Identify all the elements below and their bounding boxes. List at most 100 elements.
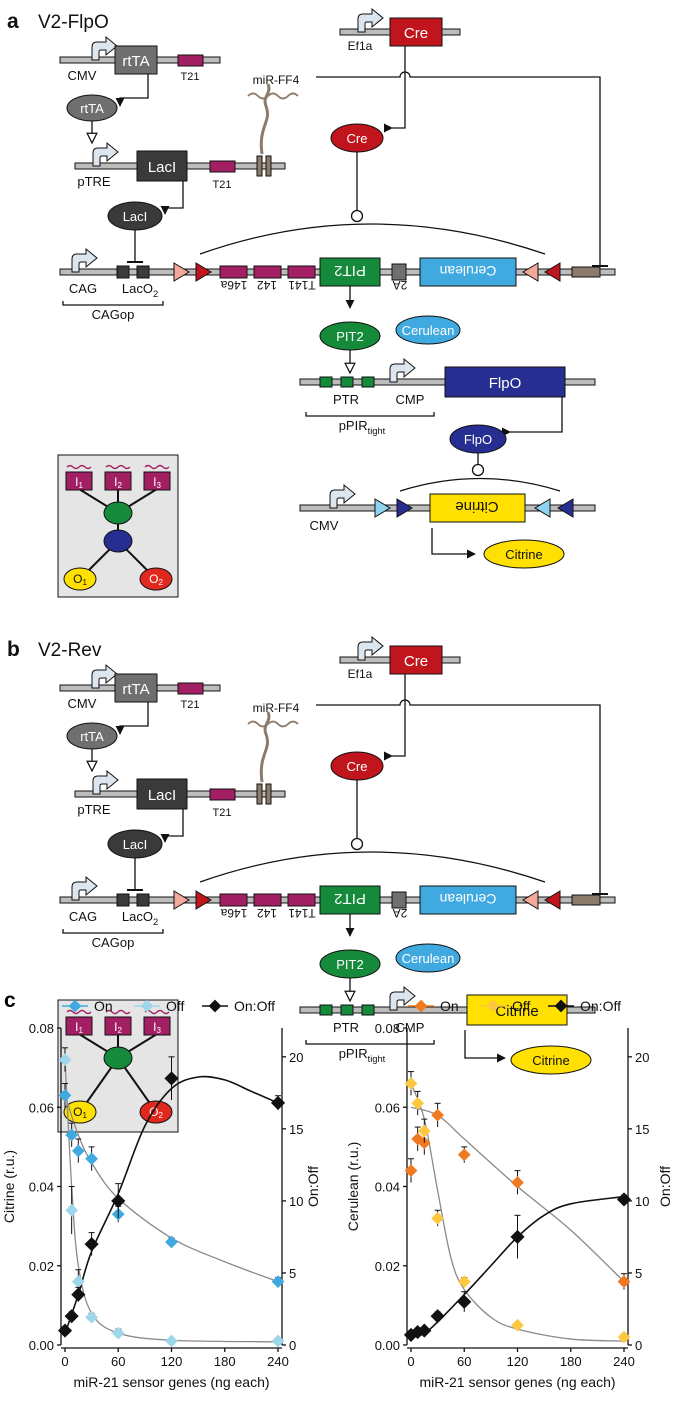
ptr-label: PTR <box>333 392 359 407</box>
ppir-tight-label: pPIRtight <box>339 1046 386 1064</box>
cmp-promoter-icon <box>389 357 416 383</box>
data-point-on-off <box>417 1323 432 1338</box>
t2a-label: 2A <box>393 906 408 920</box>
data-point-on-off <box>111 1193 126 1208</box>
data-point-on-off <box>57 1323 73 1338</box>
ppir-tight-label-base: pPIR <box>339 1046 368 1061</box>
mir-ff4-target-box <box>571 894 601 906</box>
target-site-141 <box>287 265 316 279</box>
data-point-off <box>457 1275 471 1288</box>
inset-input-label-1: I1 <box>75 475 83 490</box>
y-axis-label: Citrine (r.u.) <box>1 1150 17 1223</box>
inset-input-sub: 1 <box>78 481 83 490</box>
inset-input-base: I <box>153 475 156 489</box>
frt-site-left <box>396 498 413 518</box>
t2a-peptide-box <box>391 891 407 909</box>
citrine-protein-label: Citrine <box>532 1053 570 1068</box>
cerulean-gene-box <box>419 257 517 287</box>
inset-pit2-node <box>103 501 133 525</box>
flpo-gene-box <box>444 366 566 398</box>
rtta-protein-label: rtTA <box>80 101 104 116</box>
inset-input-base: I <box>114 1020 117 1034</box>
data-point-off <box>85 1310 98 1324</box>
data-point-off <box>511 1318 524 1332</box>
t21-label-1: T21 <box>181 71 200 83</box>
cagop-bracket <box>62 301 164 306</box>
y-tick-label: 0.04 <box>29 1180 54 1195</box>
t2a-label: 2A <box>393 278 408 292</box>
cerulean-gene-label: Cerulean <box>440 891 497 907</box>
laci-gene-box <box>136 778 188 810</box>
fit-curve-off <box>410 1083 625 1342</box>
rtta-expression-arrow <box>115 74 149 107</box>
cag-promoter-icon <box>71 247 98 273</box>
inset-output-sub: 1 <box>82 1111 87 1120</box>
ppir-tight-label-sub: tight <box>368 1054 386 1064</box>
laco-site-2 <box>136 265 150 279</box>
citrine-protein-label: Citrine <box>505 547 543 562</box>
y2-tick-label: 5 <box>635 1266 642 1281</box>
inset-input-base: I <box>75 475 78 489</box>
t21-terminator-1 <box>177 682 204 695</box>
ptr-site-2 <box>340 1004 354 1016</box>
laci-gene-box <box>136 150 188 182</box>
y2-axis-label: On:Off <box>657 1166 673 1207</box>
inset-output-label-1: O1 <box>73 1105 87 1120</box>
target-142-label: 142 <box>257 906 277 920</box>
ppir-plasmid-dna <box>299 1006 596 1014</box>
loxp-site-left <box>195 890 212 910</box>
ptr-site-3 <box>361 376 375 388</box>
inset-pit2-node <box>103 1046 133 1070</box>
panel-c-letter: c <box>4 989 16 1012</box>
rtta-protein-label: rtTA <box>80 729 104 744</box>
mir-ff4-label: miR-FF4 <box>253 73 300 87</box>
inset-mir-wave-3 <box>144 1009 170 1015</box>
mir-target-site-1 <box>256 783 263 805</box>
data-point-on-off <box>270 1095 286 1110</box>
legend-label-2: On:Off <box>234 998 275 1014</box>
legend-label-2: On:Off <box>580 998 621 1014</box>
cagop-bracket <box>62 929 164 934</box>
panel-letter: a <box>7 10 19 33</box>
inset-output-label-1: O1 <box>73 572 87 587</box>
ptr-site-3 <box>361 1004 375 1016</box>
inset-input-box-1 <box>65 1016 93 1036</box>
ptr-label: PTR <box>333 1020 359 1035</box>
y-tick-label: 0.00 <box>29 1338 54 1353</box>
pit2-protein-label: PIT2 <box>336 957 363 972</box>
ptr-site-1 <box>319 1004 333 1016</box>
y2-tick-label: 10 <box>635 1194 649 1209</box>
flp-recombination-circle <box>471 463 485 477</box>
inset-input-sub: 3 <box>156 1026 161 1035</box>
legend-label-0: On <box>94 998 113 1014</box>
fit-curve-on-off <box>64 1075 279 1334</box>
y-tick-label: 0.08 <box>29 1021 54 1036</box>
mir-target-site-2 <box>265 155 272 177</box>
laco2-label-base: LacO <box>122 281 153 296</box>
laco-site-1 <box>116 265 130 279</box>
cerulean-protein-label: Cerulean <box>402 323 455 338</box>
cagop-label: CAGop <box>92 935 135 950</box>
ptre-promoter-icon <box>92 769 119 795</box>
laci-protein-label: LacI <box>123 837 148 852</box>
data-point-off <box>165 1334 178 1348</box>
citrine-protein-oval <box>483 539 565 569</box>
pit2-gene-box <box>319 257 381 287</box>
laco2-label-base: LacO <box>122 909 153 924</box>
inset-input-sub: 1 <box>78 1026 83 1035</box>
cerulean-protein-label: Cerulean <box>402 951 455 966</box>
laci-gene-label: LacI <box>148 159 176 176</box>
inset-output-sub: 1 <box>82 578 87 587</box>
pit2-gene-box <box>319 885 381 915</box>
laco2-label-sub: 2 <box>153 289 158 299</box>
cagop-label: CAGop <box>92 307 135 322</box>
mir-target-site-2 <box>265 783 272 805</box>
data-point-on <box>511 1176 524 1189</box>
cerulean-protein-oval <box>395 315 461 345</box>
inset-output-base: O <box>73 1105 82 1119</box>
cag-promoter-icon <box>71 875 98 901</box>
pit2-gene-label: PIT2 <box>334 262 366 279</box>
data-point-on-off <box>510 1229 525 1245</box>
